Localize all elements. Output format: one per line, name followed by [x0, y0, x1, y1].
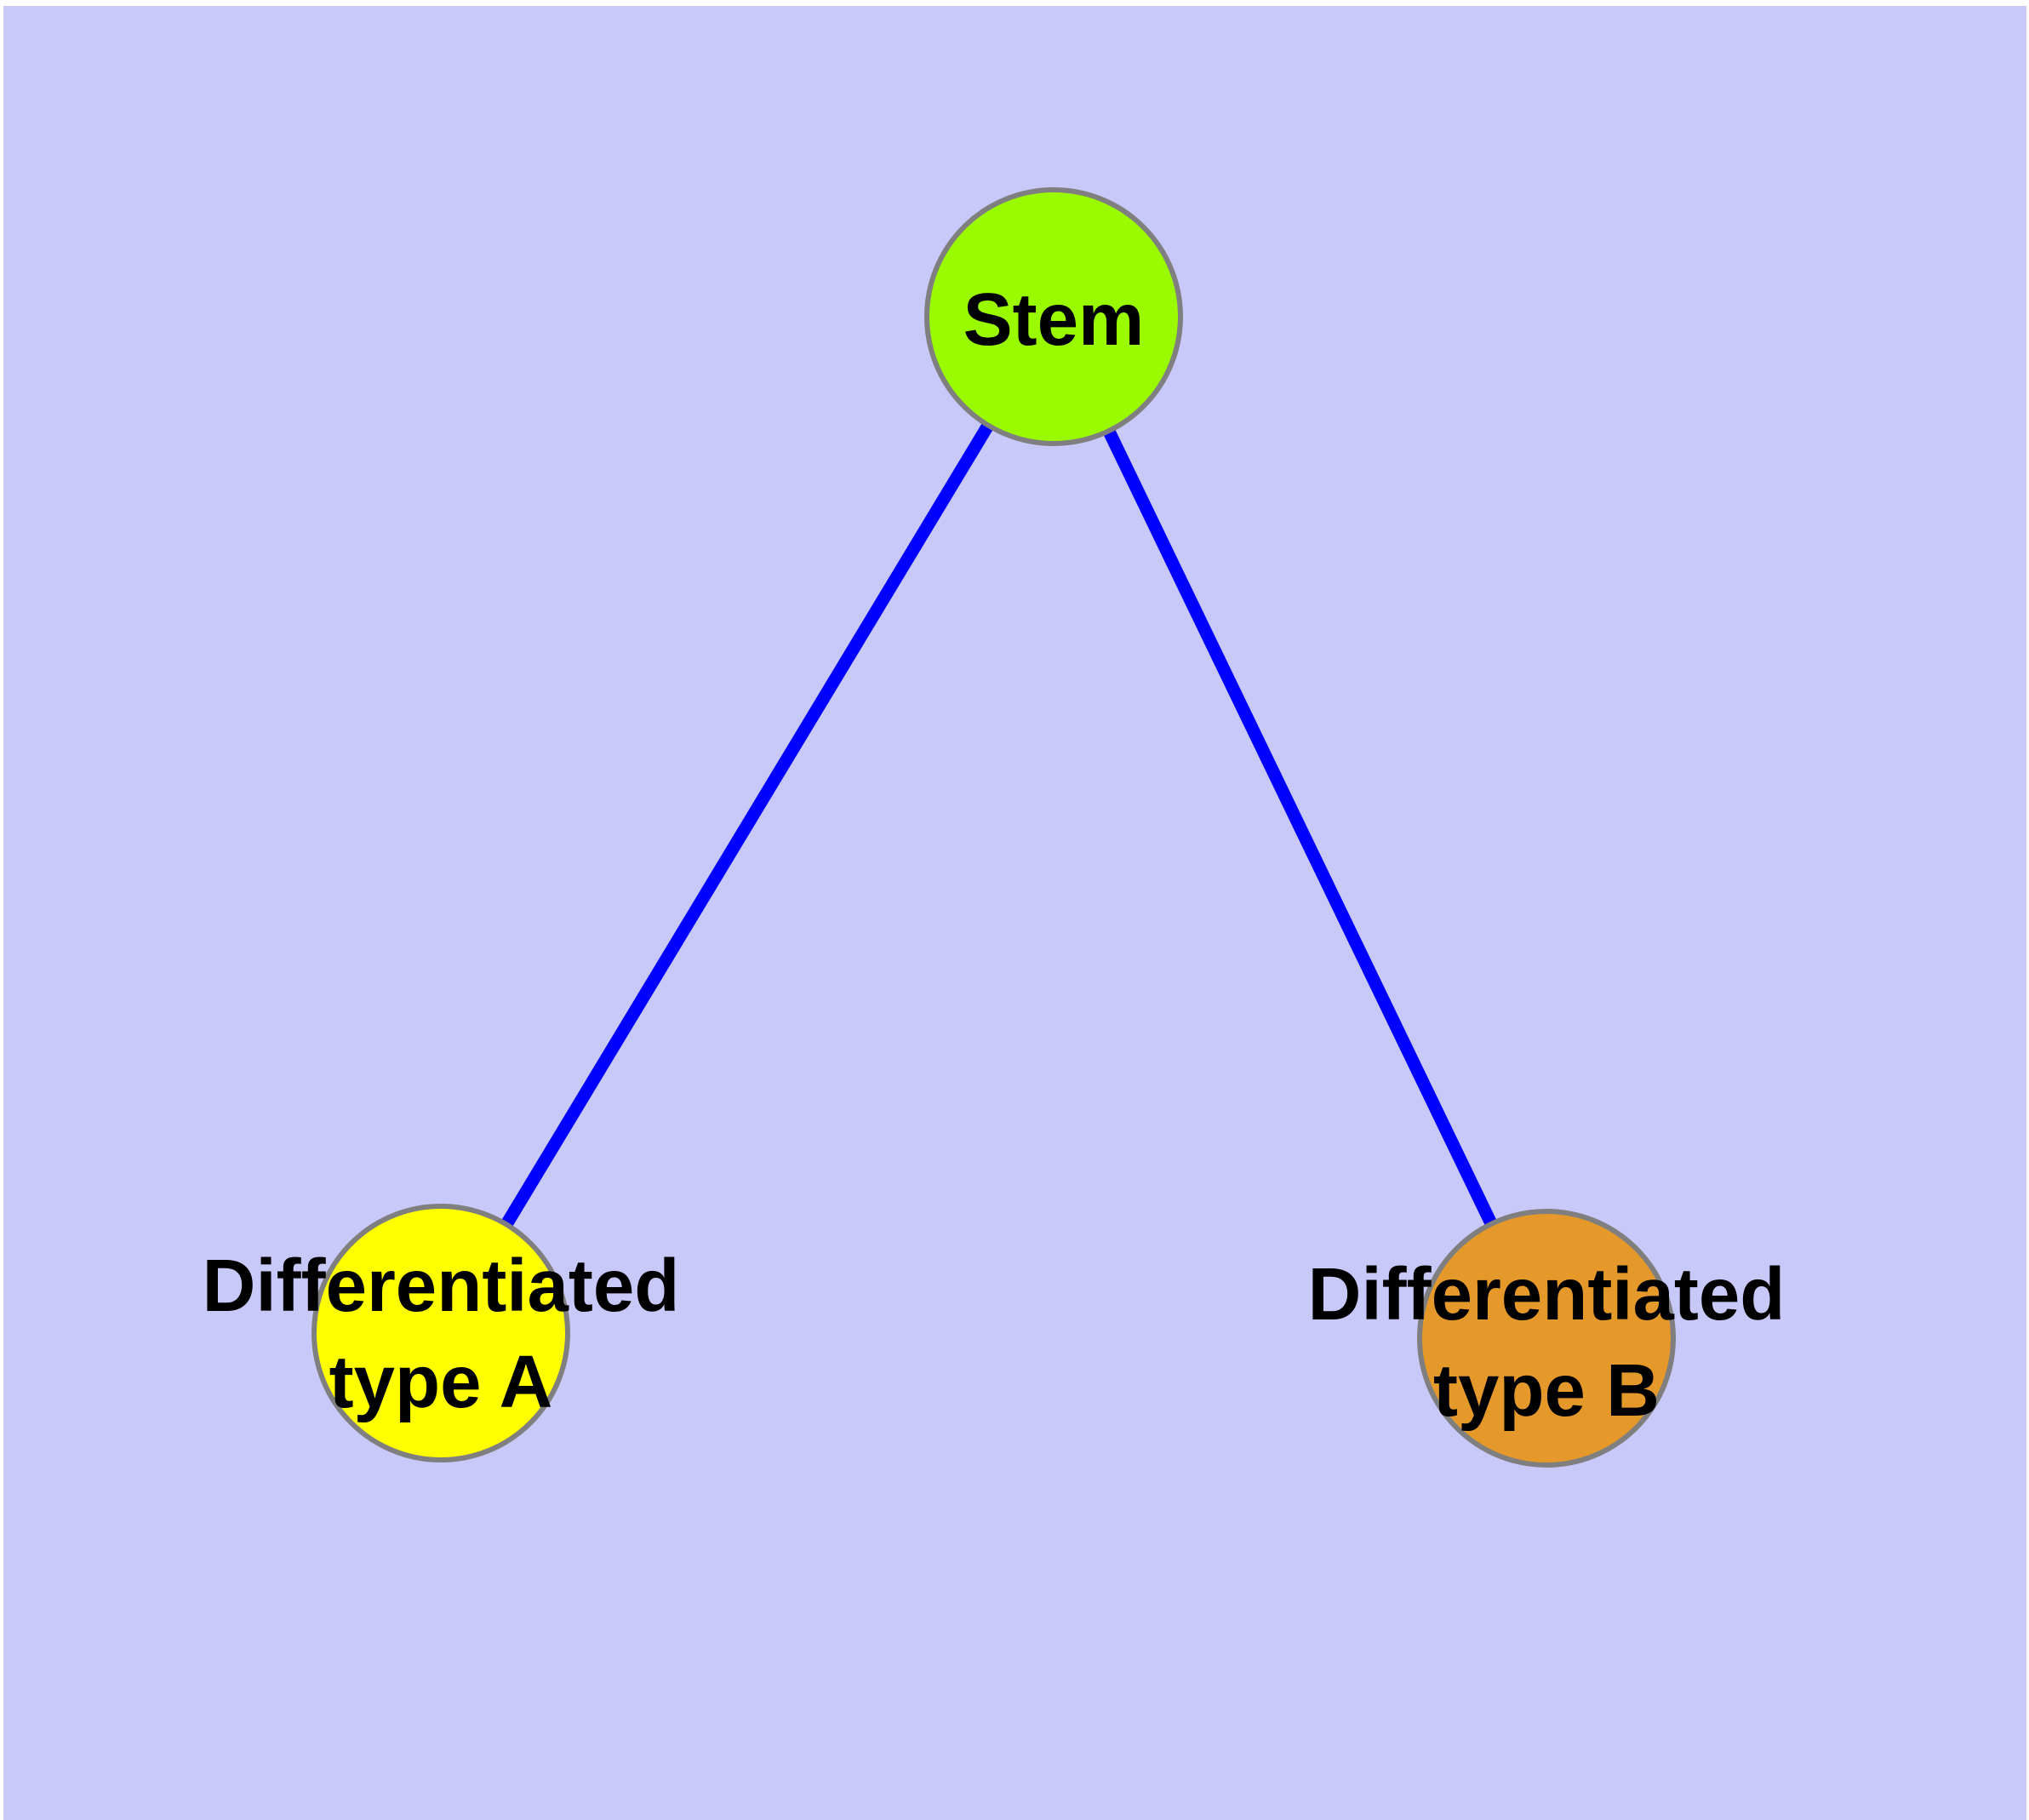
node-type-a-label-line2: type A	[329, 1341, 553, 1423]
node-differentiated-type-a	[311, 1204, 570, 1462]
edge-stem-to-type-a	[435, 313, 1060, 1336]
node-stem	[924, 187, 1183, 446]
node-stem-label: Stem	[963, 278, 1145, 361]
node-type-a-label-line1: Differentiated	[203, 1245, 680, 1327]
node-type-b-label-line2: type B	[1433, 1349, 1660, 1432]
node-differentiated-type-b	[1417, 1209, 1676, 1468]
edge-stem-to-type-b	[1048, 313, 1552, 1342]
node-type-b-label-line1: Differentiated	[1308, 1253, 1786, 1336]
